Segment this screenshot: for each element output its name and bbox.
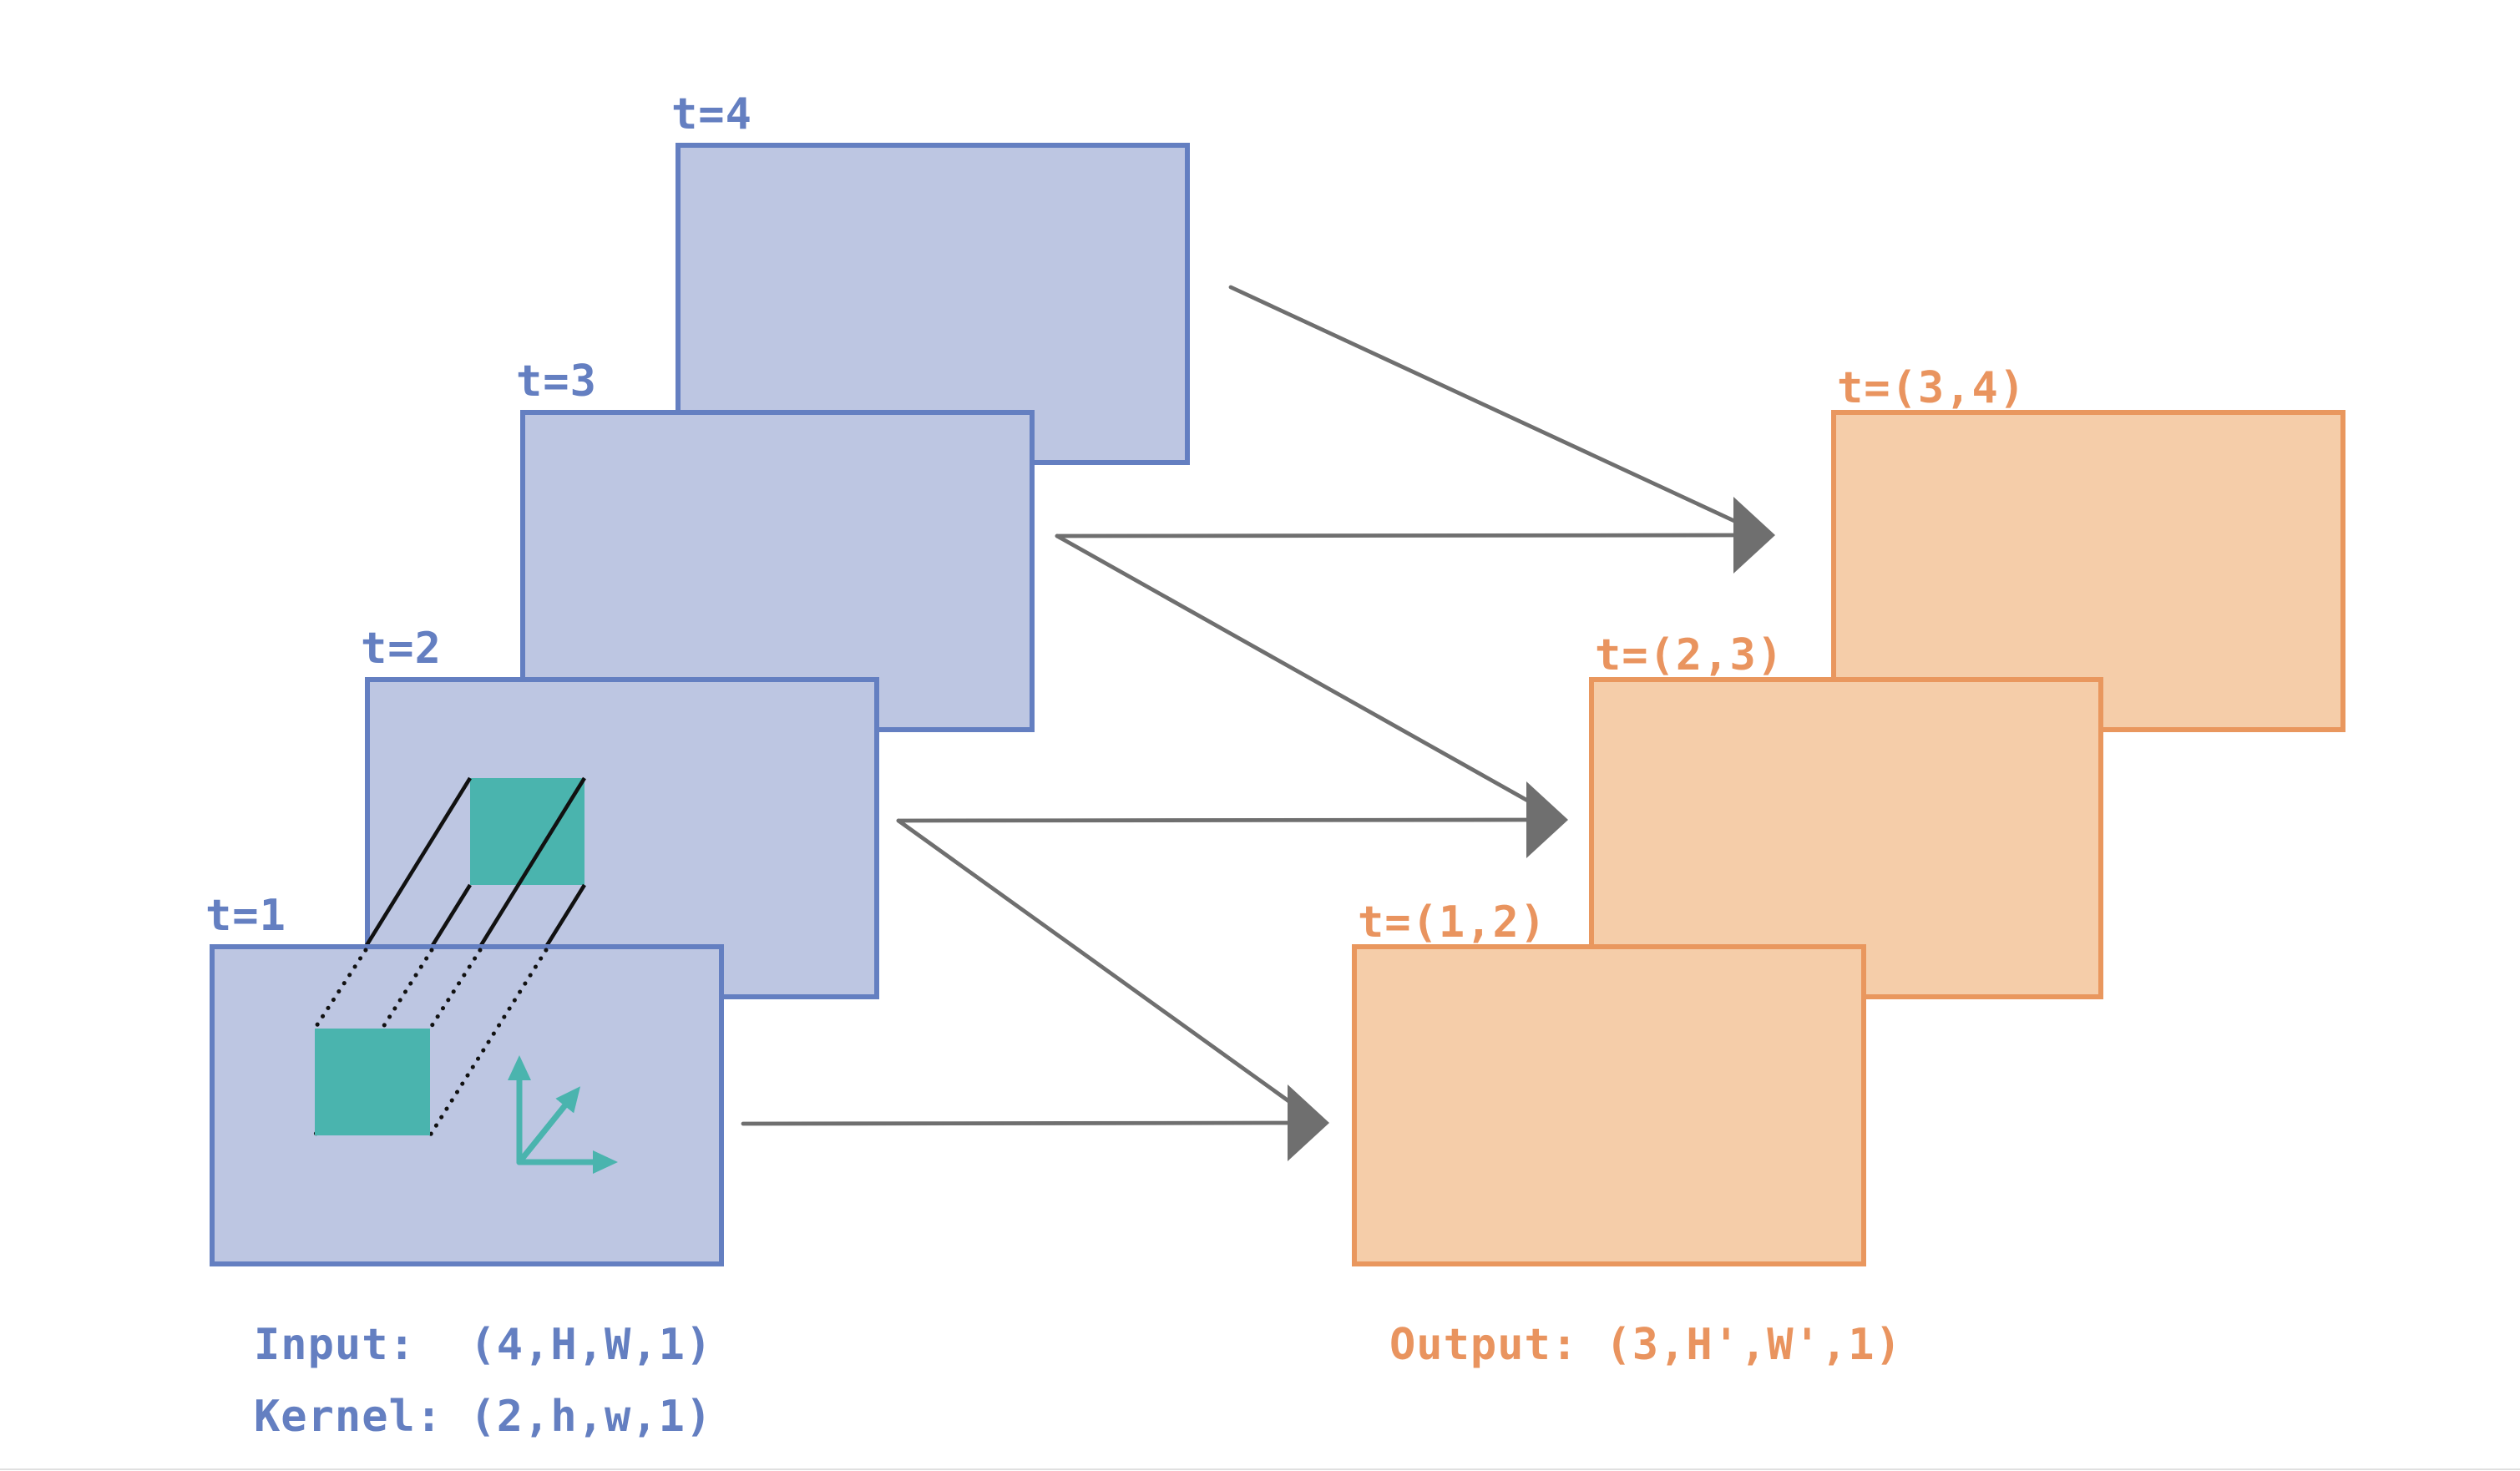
input-frames-group (210, 143, 1190, 1266)
convolution-arrows-group (741, 285, 1775, 1161)
output-frames-group (1352, 410, 2345, 1266)
kernel-edge-solid-bottom-right (544, 883, 586, 948)
arrowhead-t12 (1288, 1084, 1329, 1161)
axes-icon (508, 1055, 618, 1174)
output-frame-t23 (1589, 677, 2103, 999)
input-frame-label-t1: t=1 (205, 891, 286, 941)
input-frame-label-t3: t=3 (516, 356, 597, 407)
input-frame-t1 (210, 944, 724, 1266)
arrow-line-t4-to-t34 (1228, 285, 1748, 528)
kernel-edge-solid-bottom-left (430, 883, 472, 948)
output-frame-t12 (1352, 944, 1866, 1266)
kernel-edge-dotted-bottom-right (428, 948, 549, 1138)
input-frame-t2 (365, 677, 879, 999)
arrowhead-t34 (1733, 497, 1775, 574)
output-frame-t34 (1831, 410, 2345, 732)
kernel-patch-t1 (315, 1029, 430, 1135)
kernel-edge-dotted-top-right (428, 948, 483, 1031)
arrow-line-t3-to-t23 (1055, 533, 1541, 809)
kernel-edge-solid-top-right (478, 776, 586, 948)
arrowhead-t23 (1526, 781, 1568, 858)
kernel-edge-solid-top-left (364, 776, 472, 948)
input-frame-t3 (520, 410, 1035, 732)
kernel-edge-dotted-top-left (312, 948, 368, 1031)
output-frame-label-t34: t=(3,4) (1837, 363, 2026, 413)
caption-output-shape: Output: (3,H',W',1) (1389, 1320, 1902, 1370)
arrow-line-t2-to-t12 (896, 818, 1302, 1111)
caption-kernel-shape: Kernel: (2,h,w,1) (254, 1392, 712, 1442)
output-frame-label-t23: t=(2,3) (1595, 630, 1784, 680)
caption-input-shape: Input: (4,H,W,1) (254, 1320, 712, 1370)
axis-t-arrow (516, 1086, 581, 1165)
input-frame-t4 (676, 143, 1190, 465)
arrow-line-t3-to-t34 (1055, 533, 1739, 538)
output-frame-label-t12: t=(1,2) (1358, 897, 1546, 948)
input-frame-label-t4: t=4 (671, 89, 752, 139)
input-frame-label-t2: t=2 (361, 624, 442, 674)
arrow-line-t2-to-t23 (896, 817, 1532, 823)
arrow-line-t1-to-t12 (741, 1120, 1293, 1126)
